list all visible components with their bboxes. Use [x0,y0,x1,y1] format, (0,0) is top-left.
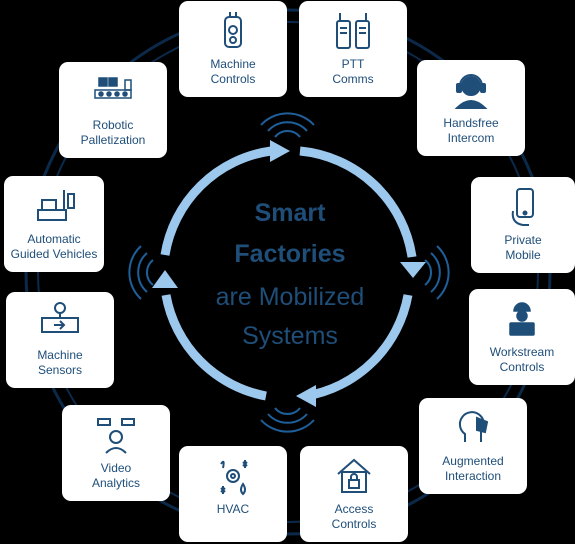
headset-icon [454,74,488,109]
wave-bottom-1 [274,407,301,415]
arrowhead-top [270,140,290,162]
card-hvac: HVAC [179,446,287,542]
arrow-top-left [160,146,272,256]
ar-headset-icon [458,411,489,442]
house-lock-icon [337,458,371,493]
cycle-arrows [160,146,417,401]
wave-left-1 [146,259,154,286]
card-label-line-2: Controls [210,72,256,86]
card-label-line-1: Video [100,461,132,475]
wave-bottom-2 [267,413,308,424]
card-label-line-1: Private [504,233,542,247]
card-label-line-2: Palletization [80,133,146,147]
arrow-bottom-right [305,294,413,401]
arrow-bottom-left [161,294,267,401]
card-label-line-2: Comms [332,72,374,86]
card-label-line-2: Interaction [444,469,502,483]
arrowhead-left [152,270,178,288]
card-label-line-1: HVAC [216,502,250,516]
card-label-line-2: Guided Vehicles [10,247,98,261]
center-title-line-3: are Mobilized [215,283,365,311]
wave-left-2 [137,252,148,293]
wave-right-1 [424,259,432,286]
pipe-sensor-icon [41,302,79,333]
center-title-line-2: Factories [234,240,346,268]
camera-person-icon [97,418,135,454]
card-label-line-2: Controls [331,517,377,531]
arrowhead-bottom [296,385,316,407]
smartphone-icon [511,188,534,226]
card-label-line-2: Analytics [91,476,141,490]
wave-top-2 [267,121,308,132]
wave-bottom-3 [260,419,315,433]
worker-laptop-icon [509,302,535,336]
conveyor-icon [94,77,132,99]
arrow-top-right [299,146,417,258]
arrow-heads [152,140,426,407]
center-title-line-1: Smart [254,199,326,227]
card-label-line-1: PTT [341,57,365,71]
card-label-line-1: Workstream [489,345,555,359]
wave-left-3 [128,245,142,300]
wave-right-3 [436,245,450,300]
card-label-line-2: Intercom [447,131,495,145]
signal-waves [128,112,450,433]
card-label-line-1: Robotic [92,118,134,132]
card-label-line-2: Mobile [505,248,541,262]
arrowhead-right [400,262,426,278]
hvac-icon [220,460,248,496]
remote-control-icon [224,12,242,48]
wave-top-3 [260,112,315,126]
card-label-line-1: Automatic [27,232,81,246]
card-label-line-1: Augmented [442,454,504,468]
card-label-line-1: Machine [210,57,256,71]
card-label-line-1: Handsfree [443,116,499,130]
card-label-line-2: Controls [499,360,545,374]
center-title-line-4: Systems [242,322,338,350]
agv-icon [37,190,75,221]
card-label-line-1: Machine [37,348,83,362]
wave-right-2 [430,252,441,293]
wave-top-1 [274,130,301,138]
card-label-line-1: Access [334,502,374,516]
card-label-line-2: Sensors [37,363,82,377]
walkie-talkie-icon [336,13,370,49]
